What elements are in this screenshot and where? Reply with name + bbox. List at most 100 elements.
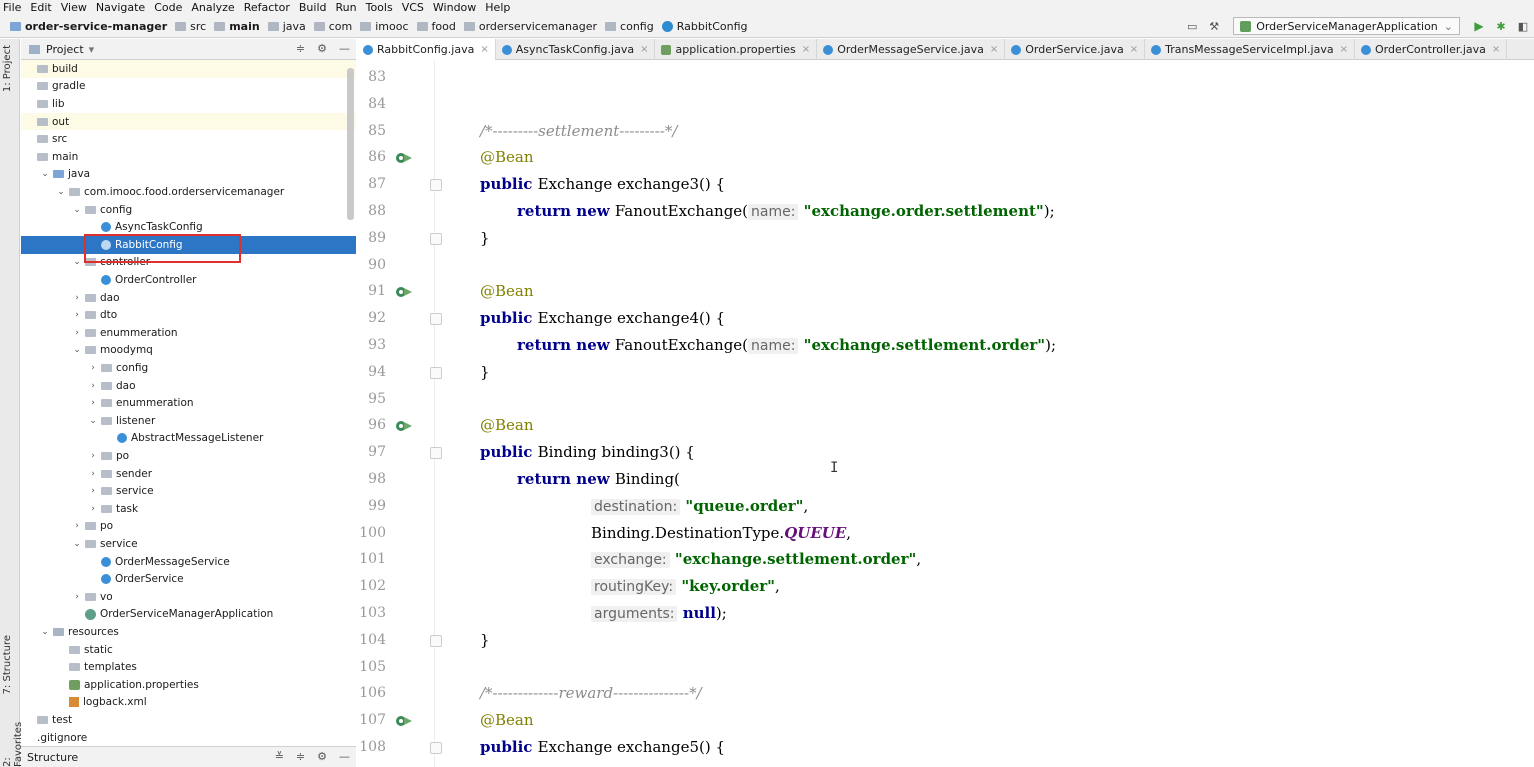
menu-item-vcs[interactable]: VCS	[401, 1, 424, 14]
menu-item-analyze[interactable]: Analyze	[191, 1, 235, 14]
breadcrumb-item[interactable]: main	[214, 20, 260, 33]
breadcrumb-item[interactable]: food	[416, 20, 456, 33]
tree-item[interactable]: lib	[21, 95, 356, 113]
tree-item[interactable]: RabbitConfig	[21, 236, 356, 254]
tree-item[interactable]: OrderMessageService	[21, 553, 356, 571]
tree-item[interactable]: main	[21, 148, 356, 166]
tree-item[interactable]: gradle	[21, 78, 356, 96]
side-tab-structure[interactable]: 7: Structure	[2, 635, 13, 695]
fold-marker-icon[interactable]	[430, 742, 442, 754]
chevron-right-icon[interactable]: ›	[91, 503, 95, 514]
tree-item[interactable]: build	[21, 60, 356, 78]
layout-icon[interactable]: ▭	[1186, 19, 1198, 33]
debug-icon[interactable]: ✱	[1496, 19, 1506, 33]
editor-tab[interactable]: RabbitConfig.java×	[357, 39, 496, 60]
chevron-down-icon[interactable]: ⌄	[41, 169, 49, 180]
tree-item[interactable]: ›task	[21, 500, 356, 518]
tree-item[interactable]: ›sender	[21, 465, 356, 483]
close-icon[interactable]: ×	[801, 44, 811, 55]
chevron-down-icon[interactable]: ⌄	[41, 626, 49, 637]
spring-bean-gutter-icon[interactable]	[395, 714, 412, 728]
chevron-down-icon[interactable]: ⌄	[57, 186, 65, 197]
chevron-right-icon[interactable]: ›	[75, 521, 79, 532]
breadcrumb-item[interactable]: java	[267, 20, 306, 33]
gear-icon[interactable]: ⚙	[317, 42, 327, 55]
fold-marker-icon[interactable]	[430, 179, 442, 192]
chevron-right-icon[interactable]: ›	[75, 292, 79, 303]
collapse-all-icon[interactable]: ≑	[295, 750, 306, 763]
tree-item[interactable]: ⌄resources	[21, 623, 356, 641]
tree-item[interactable]: AsyncTaskConfig	[21, 218, 356, 236]
chevron-right-icon[interactable]: ›	[91, 398, 95, 409]
breadcrumb-item[interactable]: orderservicemanager	[463, 20, 597, 33]
close-icon[interactable]: ×	[1491, 44, 1501, 55]
chevron-down-icon[interactable]: ⌄	[73, 345, 81, 356]
tree-item[interactable]: ›po	[21, 518, 356, 536]
fold-marker-icon[interactable]	[430, 447, 442, 460]
tree-item[interactable]: application.properties	[21, 676, 356, 694]
menu-item-build[interactable]: Build	[298, 1, 327, 14]
tree-item[interactable]: ⌄java	[21, 166, 356, 184]
tree-item[interactable]: src	[21, 130, 356, 148]
breadcrumb-item[interactable]: com	[313, 20, 352, 33]
chevron-right-icon[interactable]: ›	[91, 450, 95, 461]
tree-item[interactable]: test	[21, 711, 356, 729]
run-icon[interactable]: ▶	[1474, 19, 1484, 33]
tree-item[interactable]: ›enummeration	[21, 394, 356, 412]
minimize-icon[interactable]: —	[339, 750, 350, 763]
fold-marker-icon[interactable]	[430, 313, 442, 326]
menu-item-run[interactable]: Run	[335, 1, 357, 14]
spring-bean-gutter-icon[interactable]	[395, 151, 412, 165]
close-icon[interactable]: ×	[640, 44, 649, 55]
chevron-right-icon[interactable]: ›	[75, 327, 79, 338]
menu-item-help[interactable]: Help	[485, 1, 511, 14]
tree-item[interactable]: out	[21, 112, 356, 131]
tree-item[interactable]: ⌄listener	[21, 412, 356, 430]
project-panel-title[interactable]: Project	[46, 42, 84, 56]
chevron-down-icon[interactable]: ⌄	[89, 415, 97, 426]
breadcrumb-item[interactable]: RabbitConfig	[661, 20, 748, 33]
menu-item-view[interactable]: View	[60, 1, 87, 14]
menu-item-edit[interactable]: Edit	[30, 1, 52, 14]
tree-item[interactable]: templates	[21, 658, 356, 676]
side-tab-project[interactable]: 1: Project	[2, 45, 13, 93]
tree-item[interactable]: static	[21, 641, 356, 659]
chevron-right-icon[interactable]: ›	[91, 362, 95, 373]
breadcrumb-item[interactable]: src	[175, 20, 206, 33]
chevron-right-icon[interactable]: ›	[75, 591, 79, 602]
tree-item[interactable]: ⌄com.imooc.food.orderservicemanager	[21, 183, 356, 201]
close-icon[interactable]: ×	[1129, 44, 1139, 55]
collapse-all-icon[interactable]: ≑	[295, 42, 306, 55]
menu-item-code[interactable]: Code	[154, 1, 183, 14]
tree-item[interactable]: ›enummeration	[21, 324, 356, 342]
tree-item[interactable]: ›vo	[21, 588, 356, 606]
chevron-down-icon[interactable]: ⌄	[73, 204, 81, 215]
chevron-right-icon[interactable]: ›	[75, 310, 79, 321]
fold-marker-icon[interactable]	[430, 232, 442, 245]
spring-bean-gutter-icon[interactable]	[395, 419, 412, 433]
close-icon[interactable]: ×	[989, 44, 999, 55]
editor-tab[interactable]: TransMessageServiceImpl.java×	[1145, 39, 1355, 60]
tree-item[interactable]: OrderService	[21, 570, 356, 588]
tree-item[interactable]: .gitignore	[21, 729, 356, 746]
structure-panel-title[interactable]: Structure	[27, 750, 79, 764]
tree-item[interactable]: OrderController	[21, 271, 356, 289]
tree-item[interactable]: AbstractMessageListener	[21, 430, 356, 448]
tree-item[interactable]: logback.xml	[21, 694, 356, 712]
gear-icon[interactable]: ⚙	[317, 750, 327, 763]
breadcrumb-item[interactable]: config	[605, 20, 654, 33]
editor-tab[interactable]: OrderMessageService.java×	[817, 39, 1006, 60]
tree-item[interactable]: ⌄config	[21, 201, 356, 219]
spring-bean-gutter-icon[interactable]	[395, 285, 412, 299]
project-tree-scrollbar[interactable]	[347, 68, 354, 220]
tree-item[interactable]: ›config	[21, 359, 356, 377]
chevron-right-icon[interactable]: ›	[91, 486, 95, 497]
tree-item[interactable]: ›po	[21, 447, 356, 465]
chevron-right-icon[interactable]: ›	[91, 380, 95, 391]
tree-item[interactable]: ⌄service	[21, 535, 356, 553]
fold-marker-icon[interactable]	[430, 634, 442, 647]
breadcrumb-item[interactable]: imooc	[360, 20, 409, 33]
chevron-down-icon[interactable]: ⌄	[73, 538, 81, 549]
close-icon[interactable]: ×	[1339, 44, 1348, 55]
chevron-down-icon[interactable]: ▾	[88, 42, 95, 56]
